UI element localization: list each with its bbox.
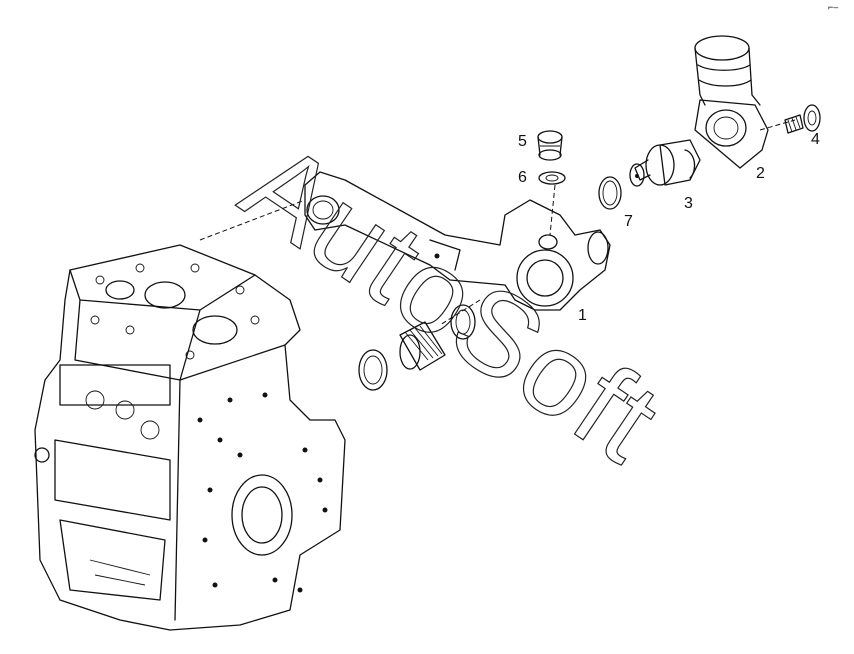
assembly-centerline — [549, 184, 556, 236]
washer-part-6 — [538, 171, 566, 185]
o-ring-part-7 — [598, 176, 622, 210]
engine-block — [34, 244, 346, 631]
corner-mark: ⌐‒ — [828, 2, 838, 12]
part-label-3: 3 — [684, 195, 693, 212]
part-label-7: 7 — [624, 213, 633, 230]
part-label-4: 4 — [811, 131, 820, 148]
assembly-centerline — [759, 119, 796, 131]
plug-part-5 — [537, 130, 563, 161]
watermark: AutoSoft — [220, 117, 682, 488]
part-label-1: 1 — [578, 307, 587, 324]
spring-sleeve — [399, 321, 446, 371]
thermostat-part-3 — [629, 139, 701, 187]
water-manifold-part-1 — [304, 171, 611, 311]
part-label-6: 6 — [518, 169, 527, 186]
part-label-2: 2 — [756, 165, 765, 182]
outlet-elbow-part-2 — [694, 35, 769, 169]
seal-rings — [358, 304, 476, 391]
part-label-5: 5 — [518, 133, 527, 150]
bolt-part-4 — [784, 104, 821, 134]
assembly-centerline — [199, 199, 306, 241]
